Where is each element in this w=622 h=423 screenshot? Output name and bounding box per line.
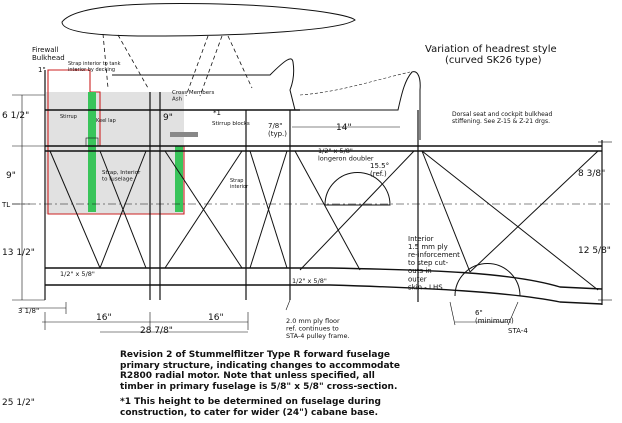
dim-7-8: 7/8"(typ.) bbox=[268, 122, 287, 138]
keel-label: Keel lap bbox=[96, 118, 116, 124]
dim-13-5: 13 1/2" bbox=[2, 248, 35, 258]
caption-line-3: R2800 radial motor. Note that unless spe… bbox=[120, 371, 375, 381]
tl-label: TL bbox=[1, 201, 10, 209]
star1-label: *1 bbox=[213, 109, 221, 117]
dimension-lines bbox=[12, 94, 612, 333]
dim-9-left: 9" bbox=[6, 171, 16, 181]
upper-wing-outline bbox=[61, 2, 356, 37]
strap-outline bbox=[47, 69, 185, 215]
dim-9-mid: 9" bbox=[163, 113, 173, 123]
headrest-sub: (curved SK26 type) bbox=[445, 55, 542, 66]
half58-left-label: 1/2" x 5/8" bbox=[60, 270, 95, 278]
dim-12-5-8: 12 5/8" bbox=[578, 246, 611, 256]
dim-28-7-8: 28 7/8" bbox=[140, 326, 173, 336]
dim-6-5: 6 1/2" bbox=[2, 111, 29, 121]
caption-line-2: primary structure, indicating changes to… bbox=[120, 360, 400, 371]
sta4-label: STA-4 bbox=[508, 327, 528, 335]
stirrup-bar-right bbox=[175, 146, 183, 212]
dim-16-a: 16" bbox=[96, 313, 112, 323]
diagonal-members bbox=[49, 150, 599, 291]
stirrup-block bbox=[170, 132, 198, 137]
cabane-struts bbox=[102, 33, 253, 97]
upper-cutout bbox=[324, 172, 391, 206]
angle-label: 15.5°(ref.) bbox=[370, 162, 389, 178]
revision-caption: Revision 2 of Stummelflitzer Type R forw… bbox=[120, 350, 480, 392]
firewall-dim: 1" bbox=[38, 66, 46, 74]
lower-cutout bbox=[454, 263, 521, 297]
footnote-star1: *1 This height to be determined on fusel… bbox=[120, 397, 381, 418]
stirrup-label: Stirrup bbox=[60, 114, 77, 120]
half58-right-label: 1/2" x 5/8" bbox=[292, 277, 327, 285]
dim-25-5: 25 1/2" bbox=[2, 398, 35, 408]
minimum-label: 6"(minimum) bbox=[475, 309, 514, 325]
longeron-label: 1/2" x 5/8"longeron doubler bbox=[318, 147, 374, 162]
headrest-title: Variation of headrest style bbox=[425, 44, 557, 55]
keel-lap-block bbox=[85, 137, 99, 147]
caption-line-1: Revision 2 of Stummelflitzer Type R forw… bbox=[120, 350, 390, 360]
headrest-variant bbox=[299, 71, 411, 96]
dim-3-1-8: 3 1/8" bbox=[18, 307, 39, 315]
longerons bbox=[45, 109, 603, 305]
stirrup-bar-left bbox=[88, 92, 96, 212]
dim-8-3-8: 8 3/8" bbox=[578, 169, 605, 179]
caption-line-4: timber in primary fuselage is 5/8" x 5/8… bbox=[120, 381, 398, 392]
stirrup-blocks-label: Stirrup blocks bbox=[212, 121, 250, 127]
dim-14: 14" bbox=[336, 123, 352, 133]
forward-bay-shading bbox=[46, 92, 184, 214]
dim-16-b: 16" bbox=[208, 313, 224, 323]
